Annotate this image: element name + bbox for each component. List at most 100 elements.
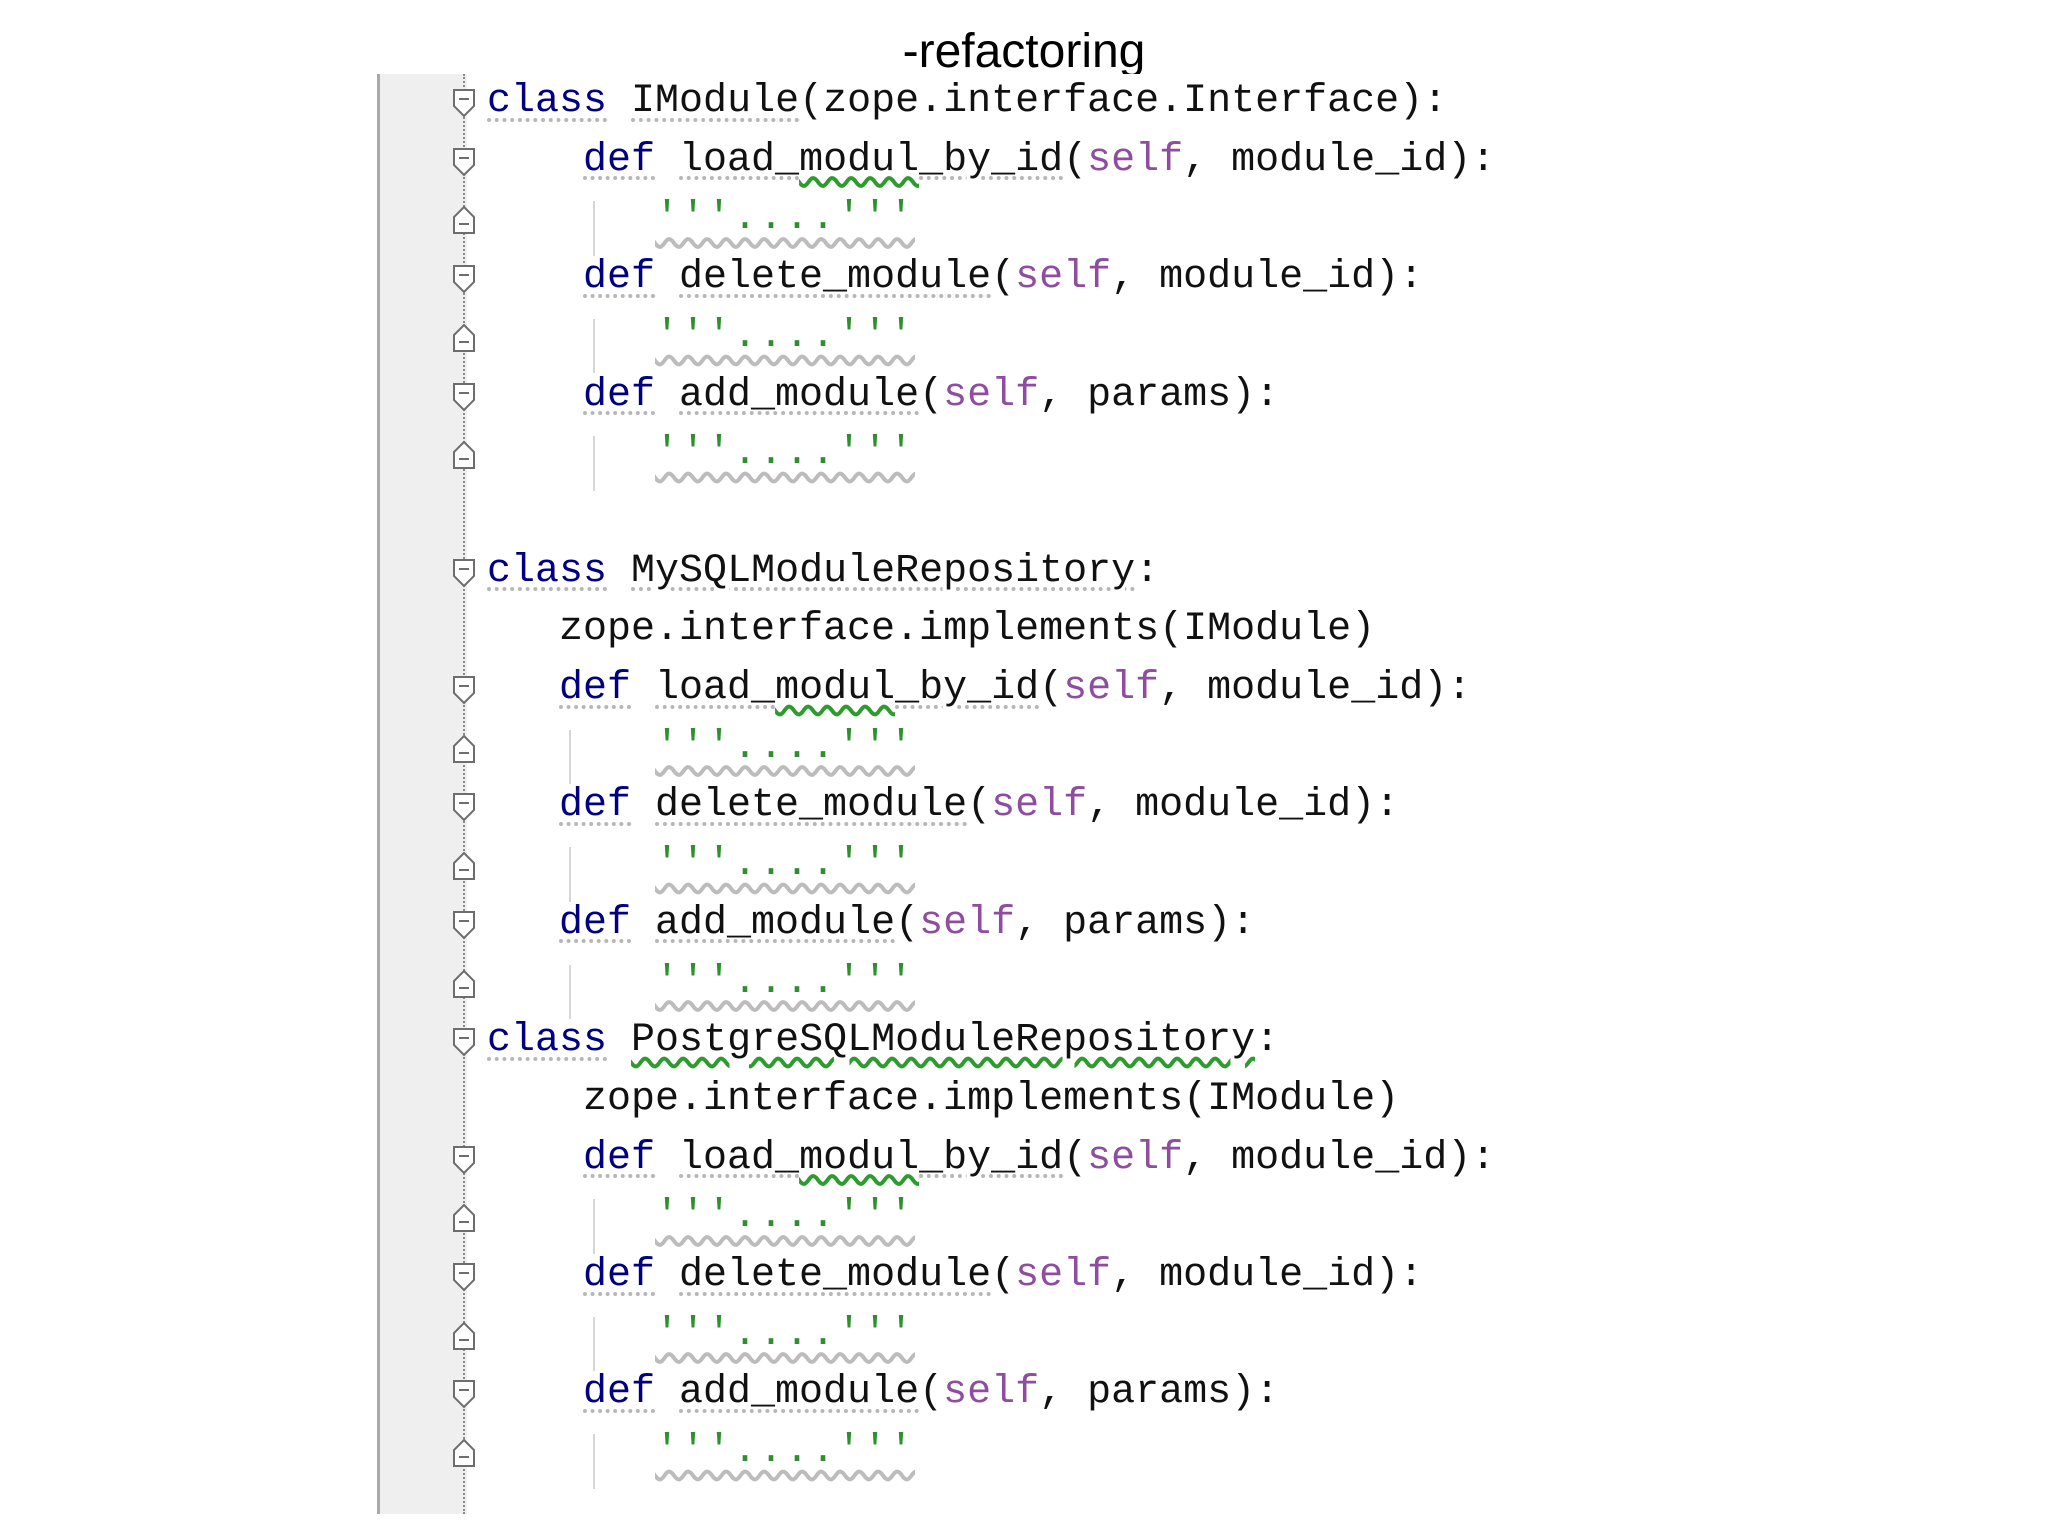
fold-collapse-icon[interactable] [452,675,476,705]
method-name: delete_module [679,255,992,301]
def-keyword: def [583,137,656,183]
self-param: self [991,783,1088,829]
indent-guide [569,964,571,1020]
fold-end-icon [453,323,475,352]
self-param: self [1087,1135,1184,1181]
space [607,1018,631,1063]
docstring-line[interactable]: '''....''' [655,959,916,1005]
def-keyword: def [583,372,656,418]
docstring-line[interactable]: '''....''' [655,843,915,887]
self-param: self [1087,137,1184,183]
def-keyword: def [559,900,632,946]
method-params-rest: , module_id): [1159,666,1472,711]
docstring: '''....''' [655,959,916,1005]
fold-collapse-icon[interactable] [452,88,476,118]
docstring: '''....''' [655,196,916,242]
space [631,783,655,828]
docstring-line[interactable]: '''....''' [655,1195,915,1239]
space [655,138,679,183]
fold-end-icon [453,1203,475,1233]
method-def-line[interactable]: def delete_module(self, module_id): [583,1254,1423,1298]
docstring: '''....''' [655,431,916,477]
indent-guide [593,201,595,257]
class-declaration-line[interactable]: class IModule(zope.interface.Interface): [487,80,1447,124]
method-def-line[interactable]: def add_module(self, params): [559,900,1256,946]
indent-guide [593,1316,595,1372]
space [631,901,655,946]
method-name-misspelled: modul [799,137,920,183]
fold-collapse-icon[interactable] [452,147,476,177]
method-params-rest: , params): [1015,900,1256,946]
fold-collapse-icon[interactable] [452,792,476,822]
method-def-line[interactable]: def load_modul_by_id(self, module_id): [583,137,1496,183]
docstring-line[interactable]: '''....''' [655,314,915,359]
method-def-line[interactable]: def delete_module(self, module_id): [583,256,1423,300]
space [607,79,631,124]
method-name: add_module [679,1370,920,1416]
code-editor[interactable]: class IModule(zope.interface.Interface):… [377,74,1523,1514]
class-declaration-rest: : [1255,1018,1280,1064]
space [655,255,679,300]
docstring-line[interactable]: '''....''' [655,1430,915,1474]
fold-end-icon [453,205,475,235]
method-params-rest: , params): [1039,372,1280,418]
def-keyword: def [583,1135,656,1181]
paren: ( [1039,666,1064,711]
method-def-line[interactable]: def add_module(self, params): [583,372,1280,418]
space [607,549,631,594]
paren: ( [919,372,944,418]
docstring-line[interactable]: '''....''' [655,725,915,770]
implements-line[interactable]: zope.interface.implements(IModule) [583,1076,1400,1122]
method-name: load_ [679,137,800,183]
method-name-part: _by_id [895,666,1040,711]
docstring-line[interactable]: '''....''' [655,432,915,476]
space [655,1253,679,1298]
indent-guide [593,1434,595,1489]
class-declaration-rest: : [1135,548,1160,594]
fold-end-icon [453,440,475,470]
fold-collapse-icon[interactable] [452,910,476,940]
fold-collapse-icon[interactable] [452,1145,476,1175]
indent-guide [569,847,571,902]
indent-guide [593,318,595,374]
self-param: self [943,372,1040,418]
fold-collapse-icon[interactable] [452,1262,476,1292]
paren: ( [895,900,920,946]
method-params-rest: , module_id): [1183,137,1496,183]
class-keyword: class [487,548,608,594]
class-name: MySQLModuleRepository [631,548,1136,594]
docstring-line[interactable]: '''....''' [655,197,915,241]
def-keyword: def [559,783,632,829]
indent-guide [593,1199,595,1254]
fold-end-icon [453,851,475,881]
class-declaration-line[interactable]: class MySQLModuleRepository: [487,548,1160,594]
paren: ( [991,1253,1016,1298]
paren: ( [1063,1135,1088,1181]
method-params-rest: , module_id): [1111,1253,1424,1298]
implements-call: zope.interface.implements(IModule) [583,1076,1400,1122]
self-param: self [1063,666,1160,711]
space [655,373,679,418]
method-def-line[interactable]: def add_module(self, params): [583,1371,1279,1415]
slide-title: -refactoring [902,25,1146,78]
method-def-line[interactable]: def load_modul_by_id(self, module_id): [559,667,1471,711]
class-name: IModule [631,79,800,124]
fold-collapse-icon[interactable] [452,1027,476,1057]
class-declaration-line[interactable]: class PostgreSQLModuleRepository: [487,1019,1279,1063]
method-def-line[interactable]: def load_modul_by_id(self, module_id): [583,1135,1495,1181]
def-keyword: def [583,1253,656,1298]
method-def-line[interactable]: def delete_module(self, module_id): [559,784,1399,828]
class-name: PostgreSQLModuleRepository [631,1018,1256,1064]
implements-line[interactable]: zope.interface.implements(IModule) [559,608,1375,652]
class-keyword: class [487,1018,608,1064]
method-params-rest: , module_id): [1087,783,1400,829]
fold-collapse-icon[interactable] [452,382,476,412]
fold-collapse-icon[interactable] [452,558,476,588]
docstring-line[interactable]: '''....''' [655,1312,915,1357]
fold-end-icon [453,969,475,998]
def-keyword: def [583,255,656,301]
method-name: load_ [655,666,776,711]
method-name: add_module [679,372,920,418]
fold-collapse-icon[interactable] [452,264,476,294]
fold-collapse-icon[interactable] [452,1379,476,1409]
